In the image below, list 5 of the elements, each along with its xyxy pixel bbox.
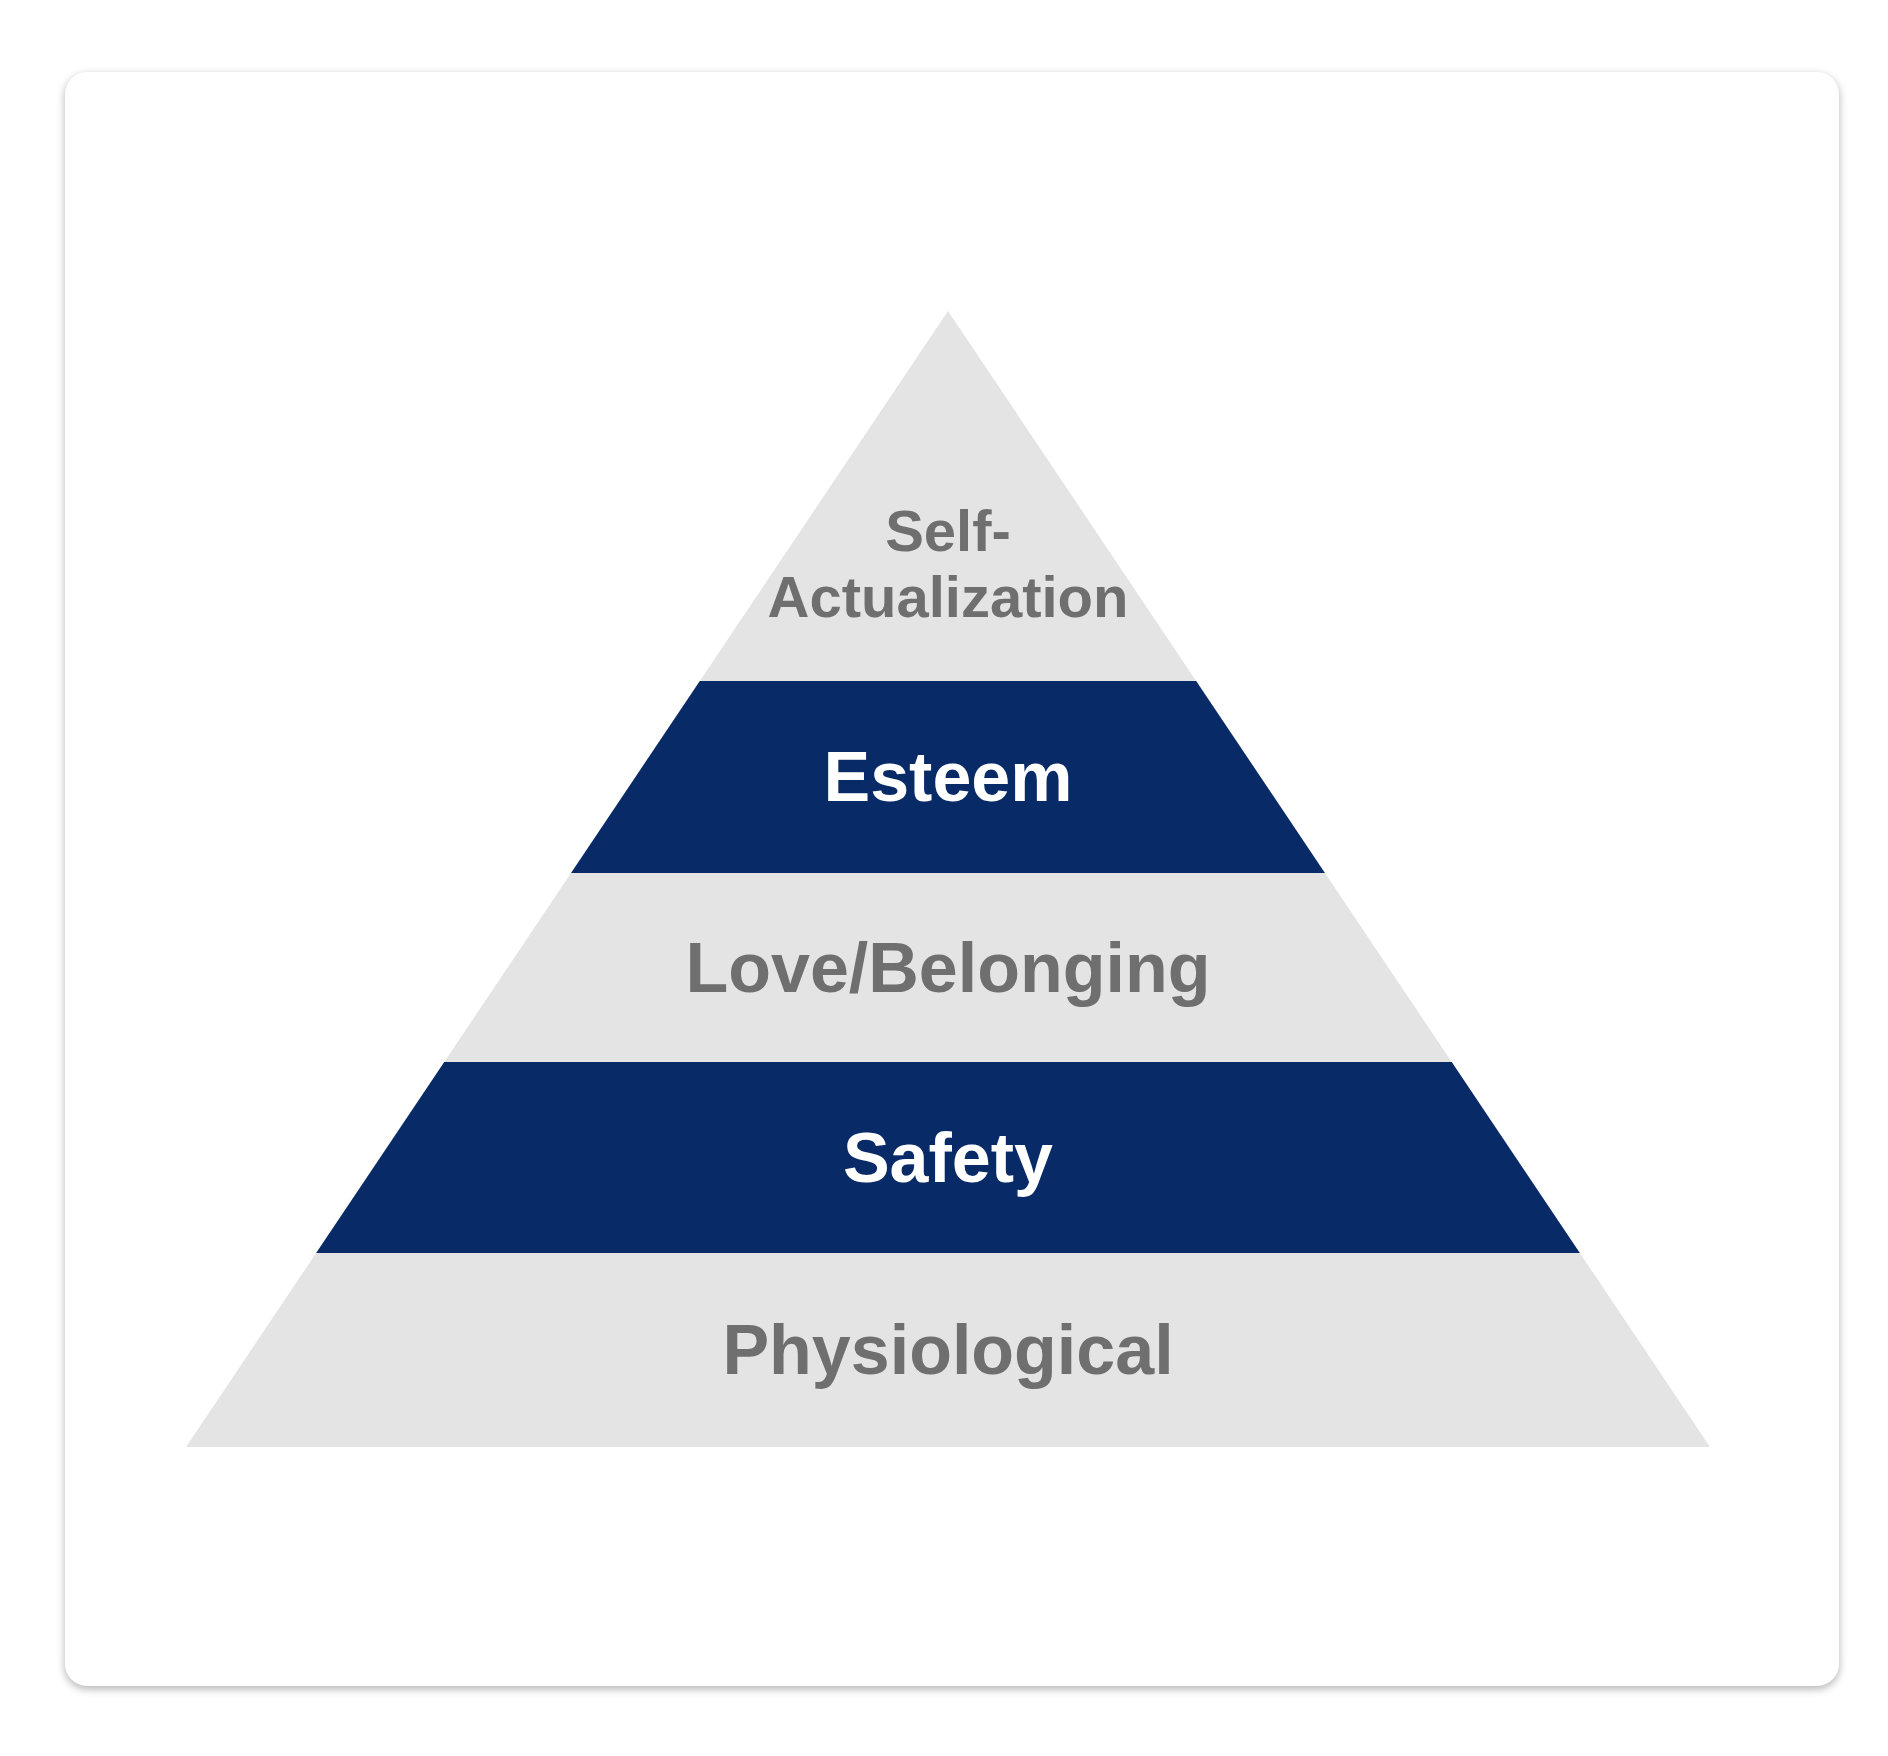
tier-label: Safety bbox=[842, 1117, 1054, 1198]
tier-label: Love/Belonging bbox=[685, 927, 1211, 1008]
tier-label: Self-Actualization bbox=[766, 497, 1130, 631]
tier-label: Esteem bbox=[823, 736, 1073, 818]
tier-label: Physiological bbox=[722, 1309, 1174, 1391]
